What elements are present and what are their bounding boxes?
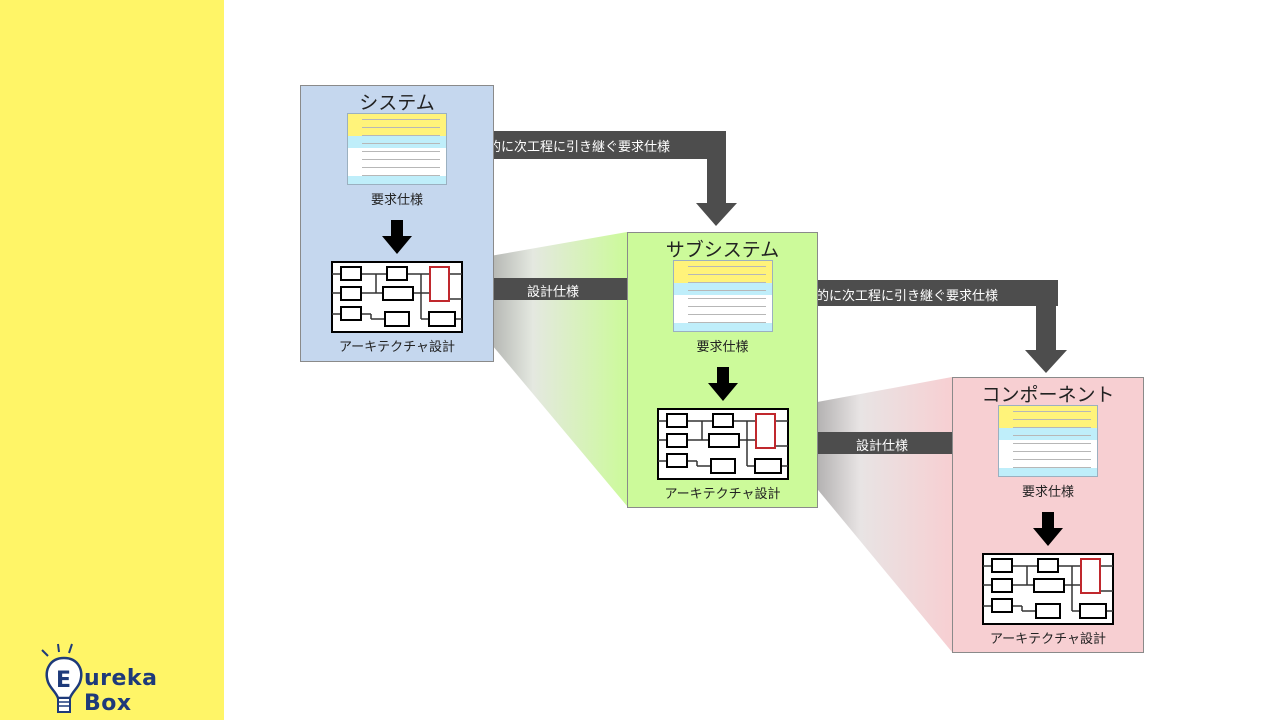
document-text-line [1013, 435, 1091, 436]
requirements-spec-label: 要求仕様 [1021, 485, 1074, 500]
requirements-document-thumbnail [347, 113, 447, 185]
document-text-line [362, 167, 440, 168]
down-arrow-icon [1033, 512, 1063, 546]
document-text-line [687, 274, 766, 275]
eureka-box-logo: E ureka Box [36, 640, 196, 716]
level-panel-subsystem: サブシステム 要求仕様 アーキテクチャ設計 [627, 232, 818, 508]
document-text-line [362, 143, 440, 144]
partial-handover-arrow-2 [784, 280, 1067, 373]
document-text-line [1013, 411, 1091, 412]
document-text-line [362, 119, 440, 120]
partial-handover-label-2: 部分的に次工程に引き継ぐ要求仕様 [790, 289, 999, 304]
requirements-spec-label: 要求仕様 [370, 193, 423, 208]
lightbulb-icon: E [41, 643, 83, 713]
zoom-funnel-system-to-subsystem [456, 232, 627, 506]
logo-initial: E [56, 668, 71, 693]
document-text-line [362, 135, 440, 136]
logo-text: ureka Box [84, 666, 158, 716]
design-spec-label-1: 設計仕様 [527, 285, 580, 300]
document-text-line [362, 159, 440, 160]
level-title: サブシステム [665, 239, 780, 261]
architecture-design-label: アーキテクチャ設計 [989, 632, 1107, 647]
document-text-line [1013, 459, 1091, 460]
document-text-line [687, 266, 766, 267]
document-text-line [687, 314, 766, 315]
down-arrow-icon [707, 367, 738, 401]
document-text-line [687, 282, 766, 283]
design-spec-label-2: 設計仕様 [856, 439, 909, 454]
architecture-diagram [331, 261, 463, 333]
document-text-line [687, 298, 766, 299]
document-text-line [1013, 451, 1091, 452]
sidebar [0, 0, 224, 720]
document-text-line [1013, 427, 1091, 428]
document-text-line [1013, 419, 1091, 420]
architecture-diagram [982, 553, 1114, 625]
partial-handover-arrow-1 [454, 131, 737, 226]
level-title: コンポーネント [981, 384, 1115, 406]
level-title: システム [359, 92, 435, 114]
architecture-design-label: アーキテクチャ設計 [664, 487, 781, 502]
requirements-document-thumbnail [672, 260, 773, 332]
architecture-diagram [656, 408, 789, 480]
document-text-line [362, 127, 440, 128]
document-text-line [687, 322, 766, 323]
partial-handover-label-1: 部分的に次工程に引き継ぐ要求仕様 [462, 140, 671, 155]
document-text-line [687, 306, 766, 307]
document-text-line [362, 151, 440, 152]
document-text-line [1013, 443, 1091, 444]
requirements-document-thumbnail [998, 405, 1098, 477]
level-panel-system: システム 要求仕様 アーキテクチャ設計 [300, 85, 494, 362]
document-text-line [362, 175, 440, 176]
requirements-spec-label: 要求仕様 [696, 340, 749, 355]
architecture-design-label: アーキテクチャ設計 [338, 340, 456, 355]
document-text-line [1013, 467, 1091, 468]
down-arrow-icon [382, 220, 412, 254]
document-text-line [687, 290, 766, 291]
level-panel-component: コンポーネント 要求仕様 アーキテクチャ設計 [952, 377, 1144, 653]
